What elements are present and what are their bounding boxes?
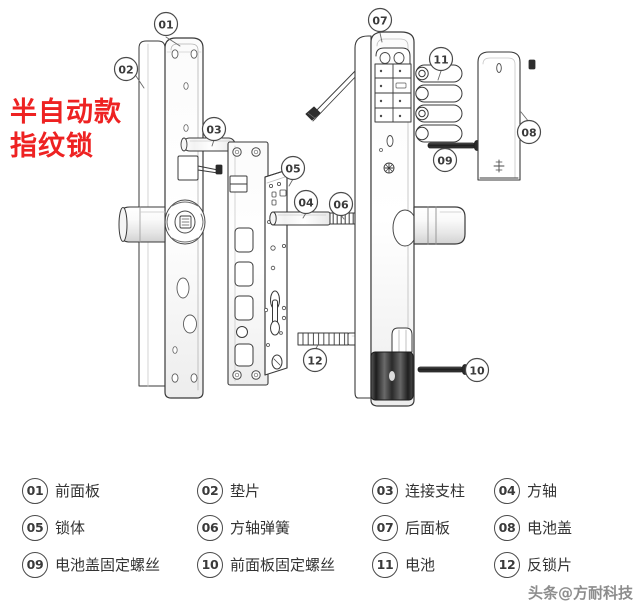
- legend-item-07: 07 后面板: [372, 514, 494, 541]
- legend-item-06: 06 方轴弹簧: [197, 514, 372, 541]
- callout-12: 12: [302, 347, 328, 373]
- legend-label-05: 锁体: [55, 519, 86, 537]
- rear-panel-handle: [413, 206, 466, 245]
- legend-label-10: 前面板固定螺丝: [230, 556, 336, 574]
- legend-item-05: 05 锁体: [22, 514, 197, 541]
- part-front-panel: [164, 37, 206, 399]
- rear-panel-keypad: [374, 63, 412, 123]
- legend-label-08: 电池盖: [527, 519, 573, 537]
- legend-label-06: 方轴弹簧: [230, 519, 291, 537]
- part-batteries: [415, 64, 463, 143]
- svg-text:02: 02: [118, 63, 133, 76]
- callout-09: 09: [432, 147, 458, 173]
- front-panel-handle: [118, 206, 166, 243]
- callout-07: 07: [367, 7, 393, 33]
- callout-08: 08: [516, 119, 542, 145]
- lock-cylinder-rosette: [164, 199, 206, 245]
- part-battery-cover: [477, 51, 536, 181]
- legend-label-01: 前面板: [55, 482, 101, 500]
- legend-label-03: 连接支柱: [405, 482, 466, 500]
- svg-text:01: 01: [158, 18, 173, 31]
- legend-label-11: 电池: [405, 556, 436, 574]
- legend-label-12: 反锁片: [527, 556, 573, 574]
- legend-label-02: 垫片: [230, 482, 261, 500]
- part-connecting-post: [177, 137, 236, 181]
- legend-label-09: 电池盖固定螺丝: [55, 556, 161, 574]
- part-square-spindle: [269, 211, 331, 226]
- callout-04: 04: [293, 189, 319, 215]
- legend-number-01: 01: [22, 477, 48, 504]
- svg-text:12: 12: [307, 354, 322, 367]
- legend-item-04: 04 方轴: [494, 477, 622, 504]
- callout-03: 03: [201, 116, 227, 142]
- legend-label-07: 后面板: [405, 519, 451, 537]
- rear-panel-emblem: [383, 162, 395, 174]
- svg-text:11: 11: [433, 53, 448, 66]
- part-rear-panel: [354, 31, 418, 407]
- callout-06: 06: [328, 191, 354, 217]
- legend-number-07: 07: [372, 514, 398, 541]
- legend-number-10: 10: [197, 551, 223, 578]
- legend-item-11: 11 电池: [372, 551, 494, 578]
- legend-number-06: 06: [197, 514, 223, 541]
- lock-faceplate: [227, 141, 269, 386]
- product-title: 半自动款 指纹锁: [10, 96, 150, 164]
- part-front-panel-screw: [417, 364, 469, 375]
- svg-text:10: 10: [469, 364, 485, 377]
- legend-number-03: 03: [372, 477, 398, 504]
- legend-item-02: 02 垫片: [197, 477, 372, 504]
- lock-exploded-view-drawing: 01 02 03 04 05 06: [113, 7, 542, 407]
- callout-01: 01: [153, 11, 179, 37]
- callout-10: 10: [464, 357, 490, 383]
- legend-number-09: 09: [22, 551, 48, 578]
- svg-text:09: 09: [437, 154, 452, 167]
- callout-05: 05: [280, 155, 306, 181]
- legend-number-04: 04: [494, 477, 520, 504]
- legend-item-10: 10 前面板固定螺丝: [197, 551, 372, 578]
- legend-number-12: 12: [494, 551, 520, 578]
- callout-02: 02: [113, 56, 139, 82]
- product-title-line1: 半自动款: [10, 97, 122, 128]
- watermark: 头条@方耐科技: [527, 584, 633, 602]
- svg-text:05: 05: [285, 162, 300, 175]
- callout-markers: 01 02 03 04 05 06: [113, 7, 542, 383]
- legend-item-08: 08 电池盖: [494, 514, 622, 541]
- legend-number-02: 02: [197, 477, 223, 504]
- legend-number-05: 05: [22, 514, 48, 541]
- legend-number-08: 08: [494, 514, 520, 541]
- connection-ribbon-cable: [305, 65, 361, 122]
- legend-item-12: 12 反锁片: [494, 551, 622, 578]
- svg-text:06: 06: [333, 198, 349, 211]
- svg-text:08: 08: [521, 126, 536, 139]
- svg-text:04: 04: [298, 196, 314, 209]
- callout-11: 11: [428, 46, 454, 72]
- product-title-line2: 指纹锁: [10, 131, 94, 162]
- part-lock-body: [263, 169, 288, 376]
- legend-number-11: 11: [372, 551, 398, 578]
- legend-item-01: 01 前面板: [22, 477, 197, 504]
- rear-panel-thumb-knob: [370, 351, 414, 401]
- svg-text:07: 07: [372, 14, 387, 27]
- svg-text:03: 03: [206, 123, 221, 136]
- legend-label-04: 方轴: [527, 482, 558, 500]
- legend-item-09: 09 电池盖固定螺丝: [22, 551, 197, 578]
- legend-item-03: 03 连接支柱: [372, 477, 494, 504]
- parts-legend: 01 前面板 02 垫片 03 连接支柱 04 方轴 05 锁体 06 方轴弹簧…: [22, 472, 622, 583]
